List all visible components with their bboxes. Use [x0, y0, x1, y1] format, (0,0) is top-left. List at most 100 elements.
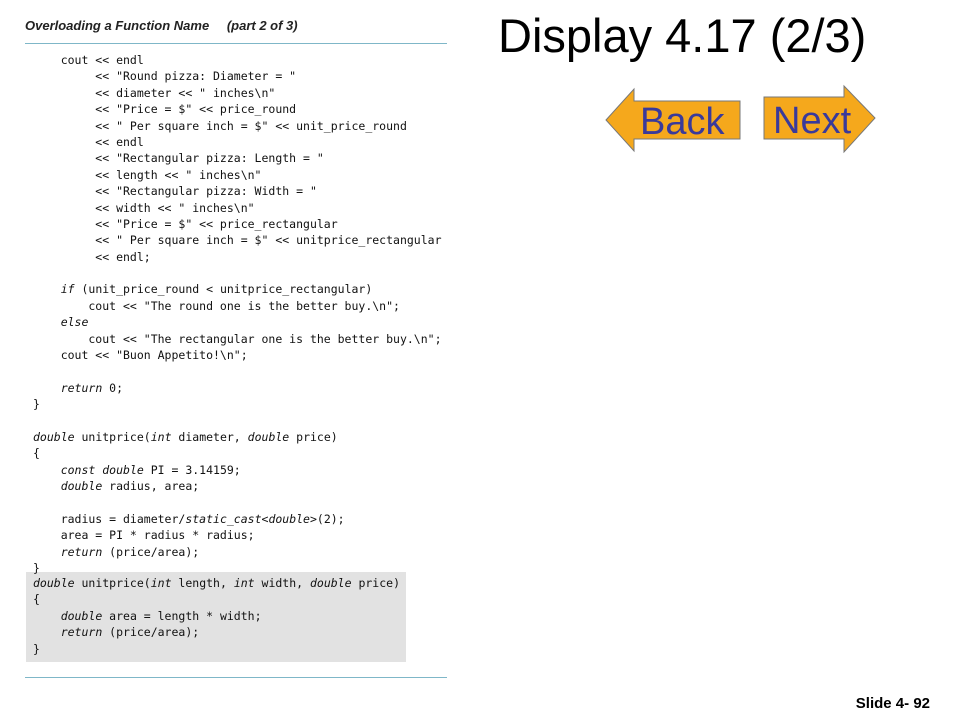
code-line: const double PI = 3.14159; — [33, 462, 453, 478]
code-segment: double — [60, 479, 103, 494]
code-line: << "Price = $" << price_round — [33, 101, 453, 117]
code-segment — [33, 315, 61, 329]
back-label: Back — [640, 101, 725, 143]
code-segment: { — [33, 446, 40, 461]
code-segment — [33, 545, 61, 559]
code-segment — [33, 625, 61, 639]
code-segment: { — [33, 592, 40, 607]
code-segment: diameter, — [171, 429, 248, 444]
code-segment — [33, 609, 61, 623]
code-listing-main: cout << endl << "Round pizza: Diameter =… — [33, 52, 453, 577]
code-segment: double — [33, 429, 75, 444]
code-line: << "Round pizza: Diameter = " — [33, 68, 453, 84]
slide-title: Display 4.17 (2/3) — [498, 9, 867, 62]
code-listing-highlighted: double unitprice(int length, int width, … — [33, 575, 453, 657]
code-segment: << "Rectangular pizza: Length = " — [33, 151, 324, 166]
code-segment: area = length * width; — [102, 608, 262, 623]
code-line: } — [33, 560, 453, 576]
code-segment: } — [33, 561, 40, 576]
code-segment: << "Rectangular pizza: Width = " — [33, 184, 317, 199]
code-segment: << endl — [33, 134, 144, 149]
code-line: } — [33, 396, 453, 412]
code-segment: unitprice( — [74, 576, 151, 590]
code-segment: area = PI * radius * radius; — [33, 528, 255, 543]
code-segment: length, — [171, 576, 234, 590]
code-segment: return — [60, 380, 103, 395]
code-line: cout << endl — [33, 52, 453, 68]
code-line: << endl; — [33, 249, 453, 265]
navigation-arrows: Back Next — [605, 84, 876, 154]
code-segment: return — [60, 625, 103, 640]
code-line: << "Price = $" << price_rectangular — [33, 216, 453, 232]
code-segment: } — [33, 397, 40, 412]
code-segment: 0; — [102, 380, 124, 395]
code-segment: double — [60, 608, 103, 623]
slide-number: Slide 4- 92 — [855, 695, 930, 712]
code-line: radius = diameter/static_cast<double>(2)… — [33, 511, 453, 527]
code-line: { — [33, 445, 453, 461]
code-segment: radius = diameter/ — [33, 511, 186, 526]
next-button[interactable]: Next — [763, 84, 876, 154]
code-segment: << "Price = $" << price_rectangular — [33, 216, 338, 231]
code-segment: << " Per square inch = $" << unitprice_r… — [33, 233, 442, 248]
code-segment: << length << " inches\n" — [33, 167, 262, 182]
code-line: else — [33, 314, 453, 330]
code-panel-header: Overloading a Function Name (part 2 of 3… — [25, 18, 447, 33]
code-segment: cout << "The round one is the better buy… — [33, 298, 400, 313]
code-line: << diameter << " inches\n" — [33, 85, 453, 101]
code-panel-part: (part 2 of 3) — [226, 18, 298, 33]
code-line: if (unit_price_round < unitprice_rectang… — [33, 281, 453, 297]
highlighted-code-block — [26, 572, 406, 662]
code-line: } — [33, 641, 453, 657]
code-segment — [33, 381, 61, 395]
code-line: << "Rectangular pizza: Width = " — [33, 183, 453, 199]
code-line — [33, 413, 453, 429]
code-segment: >(2); — [309, 511, 345, 526]
code-segment: (unit_price_round < unitprice_rectangula… — [74, 282, 373, 297]
code-line — [33, 265, 453, 281]
code-line: << endl — [33, 134, 453, 150]
code-line: cout << "The round one is the better buy… — [33, 298, 453, 314]
code-segment: << "Price = $" << price_round — [33, 102, 297, 117]
back-button[interactable]: Back — [605, 87, 741, 153]
code-segment: static_cast — [185, 511, 262, 526]
header-divider — [25, 43, 447, 44]
code-line: return (price/area); — [33, 544, 453, 560]
code-segment: } — [33, 641, 40, 656]
code-line: cout << "The rectangular one is the bett… — [33, 331, 453, 347]
code-segment: if — [60, 282, 75, 297]
code-segment: cout << "The rectangular one is the bett… — [33, 331, 442, 346]
code-line: << "Rectangular pizza: Length = " — [33, 150, 453, 166]
code-line: << width << " inches\n" — [33, 200, 453, 216]
code-line: return (price/area); — [33, 624, 453, 640]
code-segment: cout << "Buon Appetito!\n"; — [33, 348, 248, 363]
code-segment: width, — [254, 576, 310, 590]
code-line: << " Per square inch = $" << unitprice_r… — [33, 232, 453, 248]
code-segment: << "Round pizza: Diameter = " — [33, 69, 297, 84]
code-panel-title: Overloading a Function Name — [25, 18, 210, 33]
code-segment: < — [261, 511, 269, 526]
next-label: Next — [773, 100, 852, 142]
code-line: double radius, area; — [33, 478, 453, 494]
code-segment: radius, area; — [102, 479, 200, 494]
code-segment — [33, 479, 61, 493]
code-segment: << width << " inches\n" — [33, 200, 255, 215]
code-segment: (price/area); — [102, 544, 200, 559]
code-segment: price) — [289, 429, 338, 444]
code-line: << " Per square inch = $" << unit_price_… — [33, 118, 453, 134]
footer-divider — [25, 677, 447, 678]
code-line: << length << " inches\n" — [33, 167, 453, 183]
code-line — [33, 495, 453, 511]
code-segment: PI = 3.14159; — [143, 462, 241, 477]
code-segment: double — [309, 576, 352, 590]
code-segment: << " Per square inch = $" << unit_price_… — [33, 118, 407, 133]
code-segment: const double — [60, 462, 144, 477]
code-segment: cout << endl — [33, 53, 144, 67]
code-segment: price) — [351, 576, 400, 590]
code-segment: (price/area); — [102, 625, 200, 640]
code-segment: << endl; — [33, 249, 151, 264]
code-line — [33, 363, 453, 379]
code-line: return 0; — [33, 380, 453, 396]
code-line: double area = length * width; — [33, 608, 453, 624]
code-segment: int — [150, 576, 172, 590]
